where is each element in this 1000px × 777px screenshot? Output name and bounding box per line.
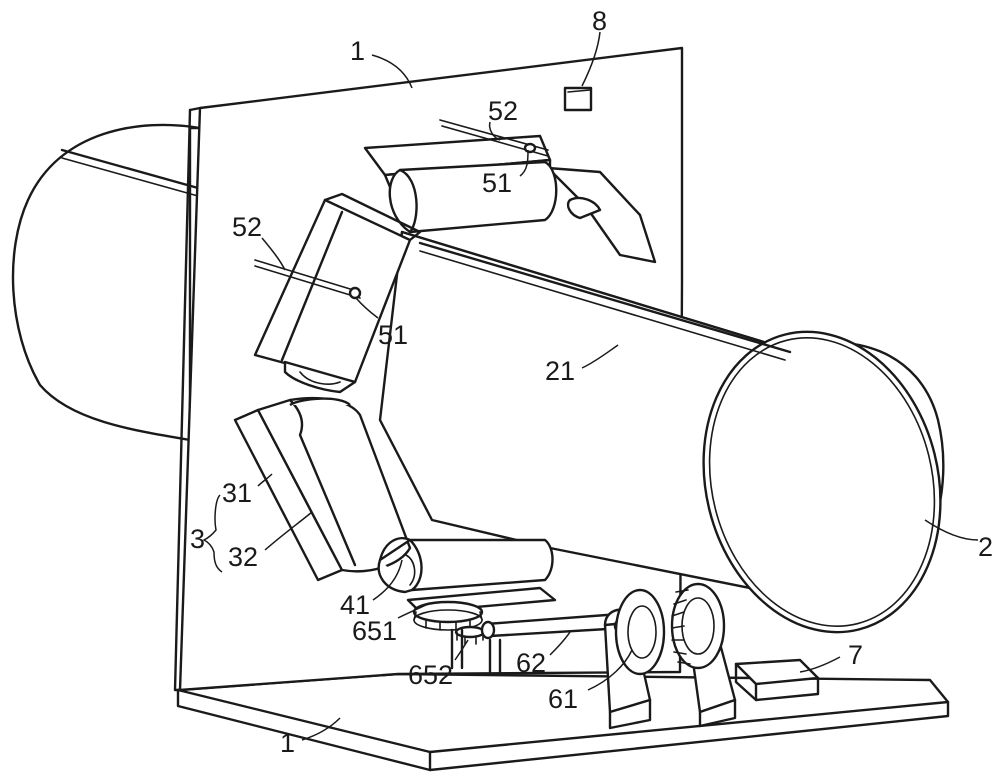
label-wire-top: 52 (488, 96, 518, 126)
label-sensor: 8 (592, 6, 607, 36)
label-gear-small: 652 (408, 660, 453, 690)
label-plate-bottom: 1 (280, 728, 295, 758)
label-wire-left: 52 (232, 212, 262, 242)
left-upper-clamp (253, 192, 422, 394)
sensor-box (563, 86, 593, 112)
label-clamp-outer: 31 (222, 478, 252, 508)
label-clamp-inner: 32 (228, 542, 258, 572)
leader-lines (202, 31, 979, 741)
gear-large (412, 600, 484, 631)
label-motor: 7 (848, 640, 863, 670)
label-bearing: 61 (548, 684, 578, 714)
label-gear-large: 651 (352, 616, 397, 646)
label-rod: 62 (516, 648, 546, 678)
top-clamp (363, 134, 657, 264)
label-clip-top: 51 (482, 168, 512, 198)
label-plate-top: 1 (350, 36, 365, 66)
label-clamp-group: 3 (190, 524, 205, 554)
label-clip-left: 51 (378, 320, 408, 350)
left-lower-clamp (233, 396, 412, 582)
pipe-body (378, 230, 945, 634)
label-roller: 41 (340, 590, 370, 620)
label-pipe: 2 (978, 532, 993, 562)
pipe-far-end (11, 123, 202, 442)
reference-labels: 1 8 52 51 52 51 21 2 31 3 32 41 651 652 … (190, 6, 993, 758)
bevel-gear (614, 582, 726, 676)
roller (377, 537, 554, 594)
gear-small (450, 625, 502, 674)
wire-left (254, 259, 362, 300)
label-seam: 21 (545, 356, 575, 386)
motor-block (734, 658, 820, 702)
